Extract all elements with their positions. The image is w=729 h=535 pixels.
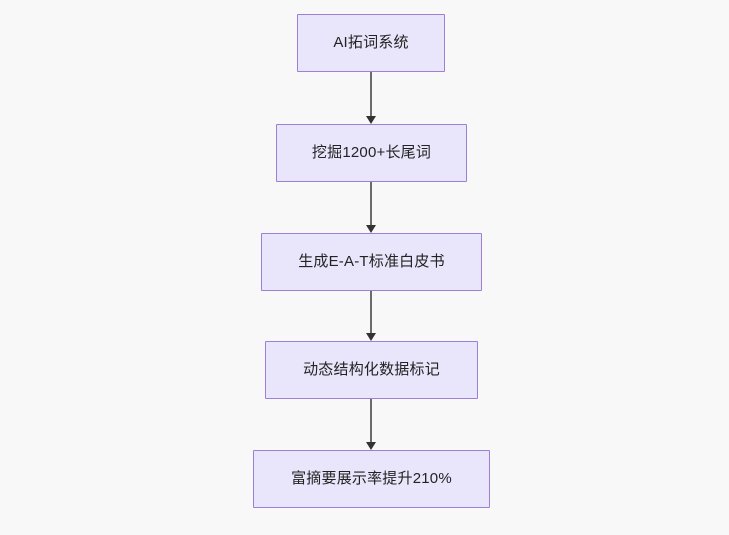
edge-n1-n2 (366, 182, 376, 233)
flow-node-dynamic-structured-data-markup[interactable]: 动态结构化数据标记 (265, 341, 478, 399)
edge-n0-n1 (366, 72, 376, 124)
flow-node-label: 生成E-A-T标准白皮书 (298, 253, 445, 270)
flow-node-ai-keyword-system[interactable]: AI拓词系统 (297, 14, 445, 72)
flow-node-label: 富摘要展示率提升210% (291, 470, 452, 487)
edge-n3-n4 (366, 399, 376, 450)
flow-node-mine-longtail-keywords[interactable]: 挖掘1200+长尾词 (276, 124, 467, 182)
flow-node-generate-eat-whitepaper[interactable]: 生成E-A-T标准白皮书 (261, 233, 482, 291)
flow-node-label: AI拓词系统 (333, 34, 409, 51)
edge-n2-n3 (366, 291, 376, 341)
flow-node-label: 挖掘1200+长尾词 (311, 144, 432, 161)
flow-node-rich-snippet-impression-uplift[interactable]: 富摘要展示率提升210% (253, 450, 490, 508)
flow-node-label: 动态结构化数据标记 (303, 361, 440, 378)
